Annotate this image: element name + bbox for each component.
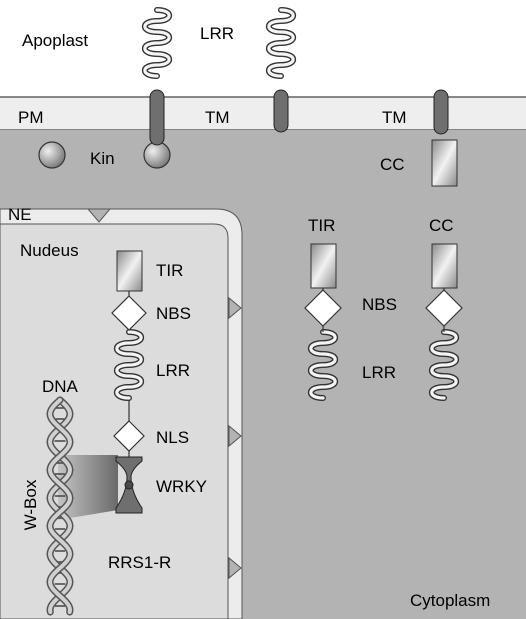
cc-label-membrane: CC	[380, 155, 405, 174]
lrr-coil	[432, 332, 456, 398]
lrr-label-cytoplasm: LRR	[362, 363, 396, 382]
dna-label: DNA	[42, 377, 79, 396]
rrs1r-label: RRS1-R	[108, 553, 171, 572]
nbs-label-cytoplasm: NBS	[362, 295, 397, 314]
pm-label: PM	[18, 108, 44, 127]
wrky-zinc-dot	[125, 481, 133, 489]
cc-domain-box	[432, 140, 457, 186]
tir-domain-box	[117, 251, 142, 291]
cytoplasm-label: Cytoplasm	[410, 591, 490, 610]
kinase-label: Kin	[90, 149, 115, 168]
nucleus-label: Nudeus	[20, 241, 79, 260]
tm-stem	[434, 90, 448, 134]
wrky-label: WRKY	[156, 477, 207, 496]
cc-domain-box	[432, 244, 457, 288]
wbox-label: W-Box	[21, 479, 40, 530]
tm-label: TM	[382, 108, 407, 127]
nbs-label-nuclear: NBS	[156, 304, 191, 323]
ne-label: NE	[8, 205, 32, 224]
tm-stem	[150, 90, 164, 145]
tm-label: TM	[205, 108, 230, 127]
tir-domain-box	[311, 244, 336, 288]
tir-label-nuclear: TIR	[156, 261, 183, 280]
kinase-ball	[144, 142, 170, 168]
lrr-label-extracellular: LRR	[200, 24, 234, 43]
tm-stem	[274, 90, 288, 132]
kinase-ball	[39, 142, 65, 168]
cc-label-cytoplasm: CC	[429, 216, 454, 235]
apoplast-label: Apoplast	[22, 31, 88, 50]
lrr-coil	[117, 332, 141, 398]
nls-label: NLS	[156, 428, 189, 447]
lrr-coil	[269, 10, 293, 76]
lrr-label-nuclear: LRR	[156, 361, 190, 380]
lrr-coil	[311, 332, 335, 398]
lrr-coil	[145, 10, 169, 76]
tir-label-cytoplasm: TIR	[308, 216, 335, 235]
